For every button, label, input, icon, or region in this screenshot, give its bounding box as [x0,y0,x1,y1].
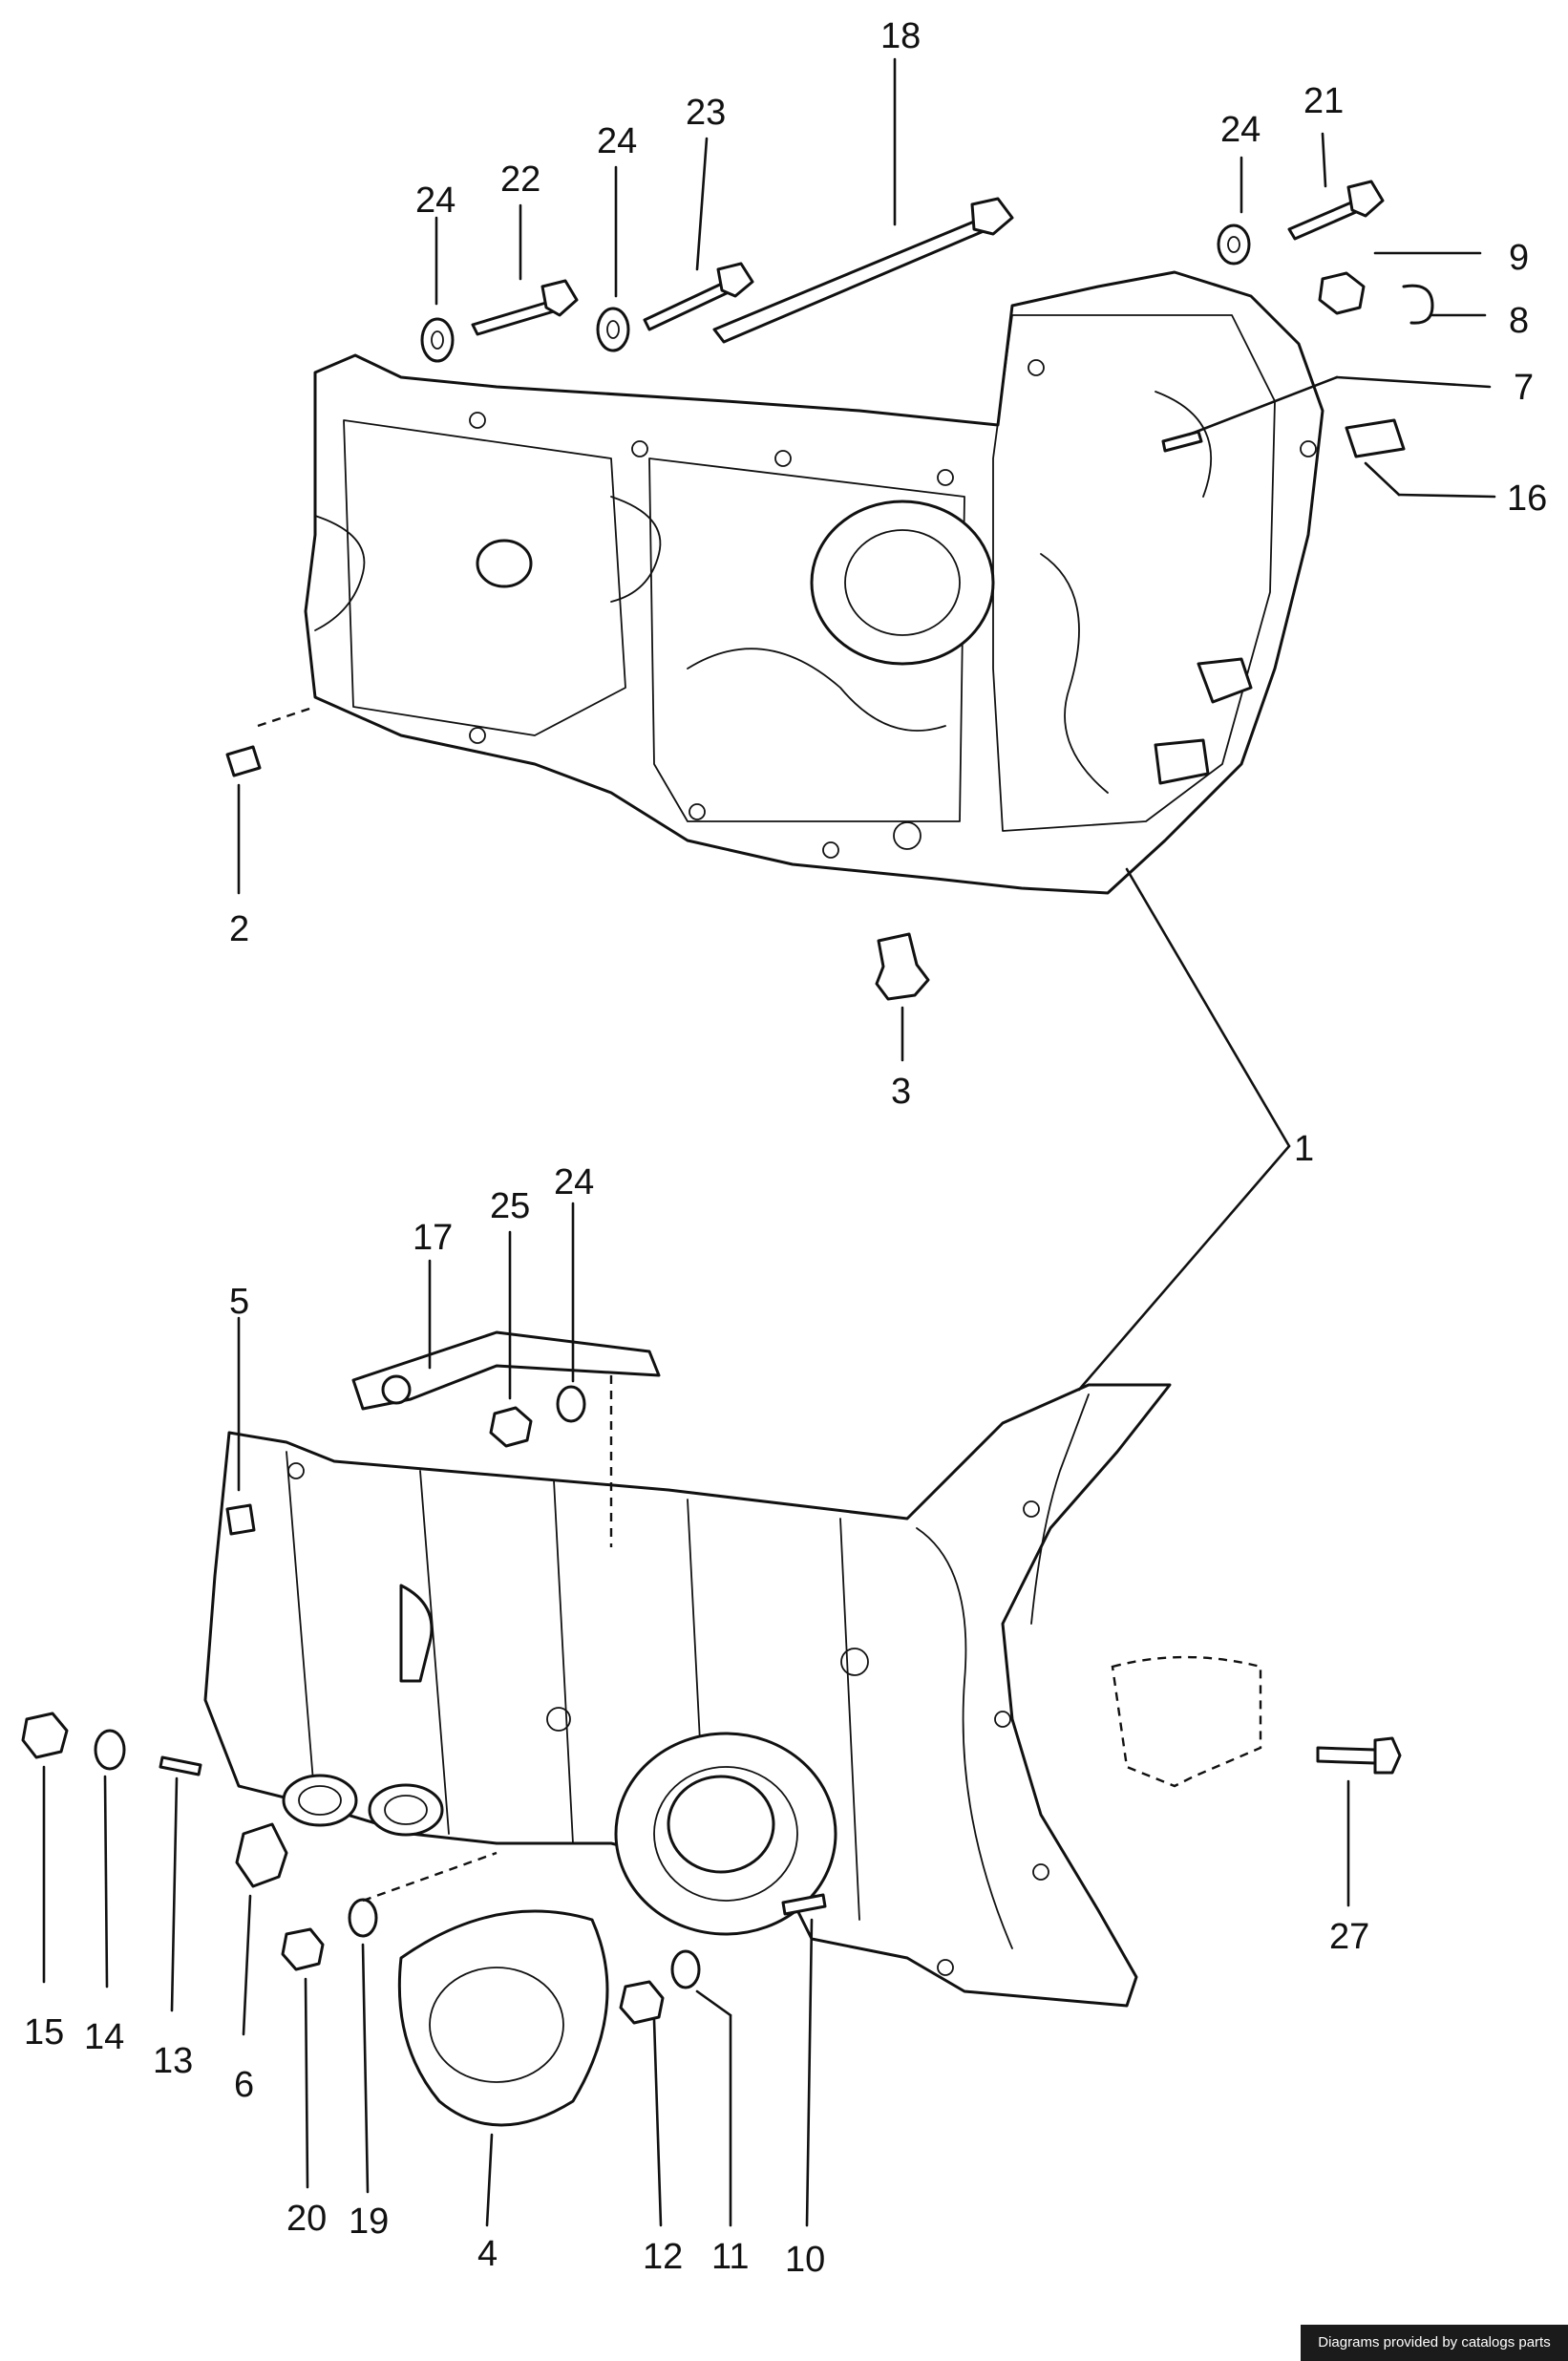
callout-7: 7 [1514,368,1534,408]
callout-13: 13 [153,2041,193,2081]
lower-crankcase-half [203,1383,1172,2008]
callout-25: 25 [490,1186,530,1226]
small-parts [21,180,1434,2127]
callout-4: 4 [477,2234,498,2274]
callout-24c: 24 [1220,110,1261,150]
callout-24a: 24 [415,181,456,221]
upper-crankcase-half [304,270,1324,895]
callout-19: 19 [349,2201,389,2242]
callout-labels: 18 24 22 24 23 24 21 9 8 7 16 2 3 1 5 17… [24,16,1547,2280]
callout-1: 1 [1294,1129,1314,1169]
callout-15: 15 [24,2012,64,2053]
callout-11: 11 [711,2237,749,2277]
callout-16: 16 [1507,479,1547,519]
callout-24d: 24 [554,1162,594,1202]
leader-lines [42,57,1496,2227]
callout-27: 27 [1329,1917,1369,1957]
callout-5: 5 [229,1282,249,1322]
callout-20: 20 [286,2199,327,2239]
callout-12: 12 [643,2237,683,2277]
callout-24b: 24 [597,121,637,161]
callout-17: 17 [413,1218,453,1258]
callout-14: 14 [84,2017,124,2057]
callout-22: 22 [500,160,540,200]
callout-23: 23 [686,93,726,133]
callout-10: 10 [785,2240,825,2280]
callout-2: 2 [229,909,249,949]
credit-footer: Diagrams provided by catalogs parts [1301,2325,1568,2361]
callout-18: 18 [880,16,921,56]
bearing-shell-outline [1111,1655,1262,1788]
callout-21: 21 [1303,81,1344,121]
callout-8: 8 [1509,301,1529,341]
callout-6: 6 [234,2065,254,2105]
callout-9: 9 [1509,238,1529,278]
callout-3: 3 [891,1072,911,1112]
